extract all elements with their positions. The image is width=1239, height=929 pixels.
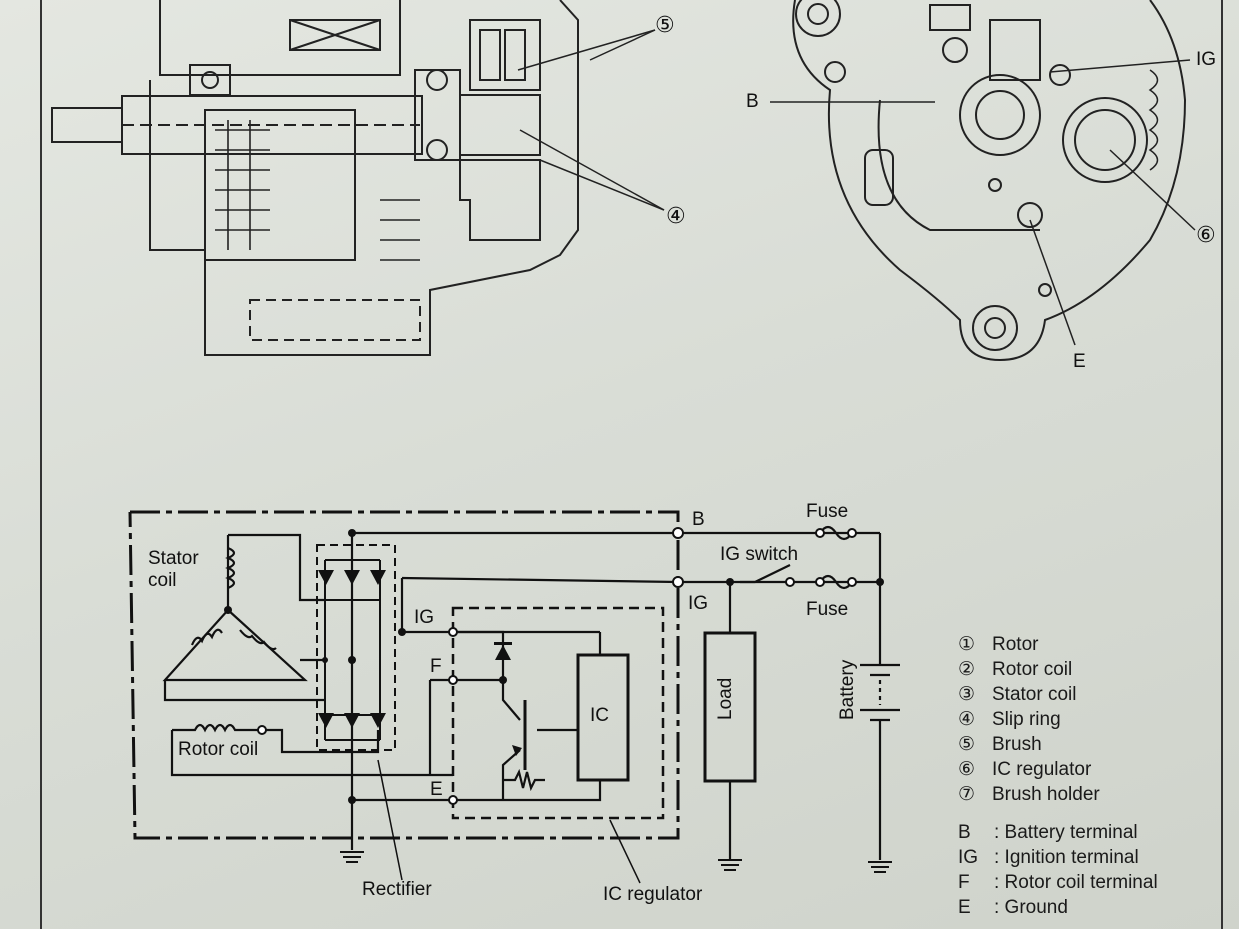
label-fuse-top: Fuse	[806, 501, 849, 522]
label-terminal-ig-right: IG	[688, 593, 709, 614]
abbr-key: E	[958, 897, 971, 918]
legend-num: ①	[958, 634, 976, 655]
label-b-rear: B	[746, 91, 759, 112]
legend-item: ② Rotor coil	[958, 657, 1100, 682]
parts-legend: ① Rotor ② Rotor coil ③ Stator coil ④ Slip ri…	[958, 632, 1100, 807]
label-terminal-f: F	[430, 656, 442, 677]
abbr-text: : Ground	[994, 897, 1068, 918]
callout-4: ④	[666, 203, 686, 228]
label-rectifier: Rectifier	[362, 879, 432, 900]
abbr-item: F : Rotor coil terminal	[958, 870, 1158, 895]
legend-num: ②	[958, 659, 976, 680]
legend-num: ⑤	[958, 734, 976, 755]
legend-text: Slip ring	[992, 709, 1061, 730]
label-load: Load	[715, 677, 736, 720]
terminal-abbreviations: B : Battery terminal IG : Ignition termina…	[958, 820, 1158, 920]
legend-text: Rotor coil	[992, 659, 1073, 680]
page-border-left	[40, 0, 42, 929]
label-fuse-bottom: Fuse	[806, 599, 849, 620]
legend-text: Brush holder	[992, 784, 1100, 805]
abbr-item: IG : Ignition terminal	[958, 845, 1158, 870]
legend-num: ⑦	[958, 784, 976, 805]
label-battery: Battery	[837, 659, 858, 720]
legend-item: ⑤ Brush	[958, 732, 1100, 757]
label-ig-rear: IG	[1196, 49, 1217, 70]
abbr-item: E : Ground	[958, 895, 1158, 920]
label-ic: IC	[590, 705, 609, 726]
label-terminal-b: B	[692, 509, 705, 530]
label-terminal-ig: IG	[414, 607, 435, 628]
legend-item: ⑥ IC regulator	[958, 757, 1100, 782]
abbr-text: : Battery terminal	[994, 822, 1138, 843]
legend-item: ③ Stator coil	[958, 682, 1100, 707]
abbr-key: B	[958, 822, 971, 843]
page-border-right	[1221, 0, 1223, 929]
legend-text: IC regulator	[992, 759, 1092, 780]
legend-text: Stator coil	[992, 684, 1077, 705]
label-terminal-e: E	[430, 779, 443, 800]
legend-num: ④	[958, 709, 976, 730]
abbr-text: : Ignition terminal	[994, 847, 1139, 868]
callout-5-top: ⑤	[655, 12, 675, 37]
abbr-text: : Rotor coil terminal	[994, 872, 1158, 893]
legend-num: ⑥	[958, 759, 976, 780]
label-rotor-coil: Rotor coil	[178, 739, 259, 760]
abbr-key: IG	[958, 847, 979, 868]
callout-6: ⑥	[1196, 222, 1216, 247]
label-ig-switch: IG switch	[720, 544, 799, 565]
legend-item: ⑦ Brush holder	[958, 782, 1100, 807]
legend-item: ① Rotor	[958, 632, 1100, 657]
label-ic-regulator: IC regulator	[603, 884, 703, 905]
abbr-item: B : Battery terminal	[958, 820, 1158, 845]
abbr-key: F	[958, 872, 970, 893]
legend-num: ③	[958, 684, 976, 705]
label-stator-coil: Stator coil	[148, 548, 199, 591]
label-e-rear: E	[1073, 351, 1086, 372]
legend-item: ④ Slip ring	[958, 707, 1100, 732]
legend-text: Rotor	[992, 634, 1039, 655]
legend-text: Brush	[992, 734, 1042, 755]
